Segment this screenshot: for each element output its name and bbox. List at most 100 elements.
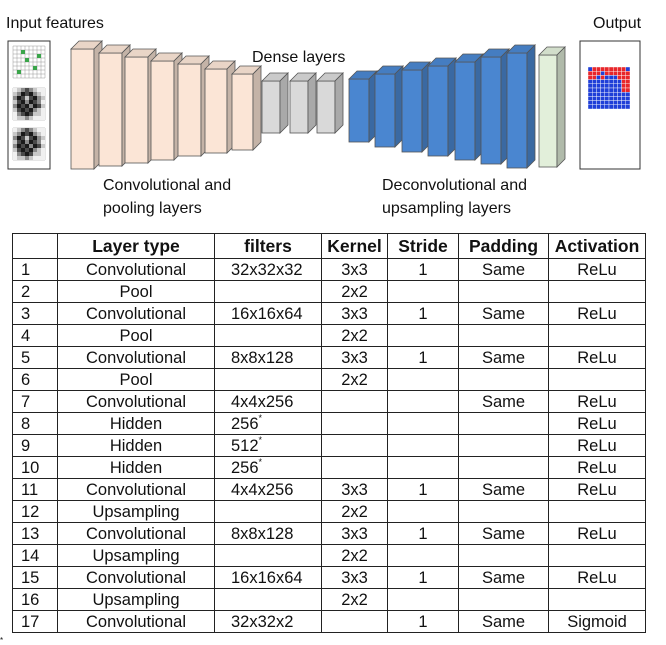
input-pixel (33, 92, 37, 96)
input-pixel (41, 88, 45, 92)
cell-padding (458, 456, 549, 479)
cell-index: 13 (12, 522, 58, 545)
output-pixel (613, 83, 618, 89)
cell-filters (214, 500, 322, 523)
conv-block (177, 55, 210, 157)
output-pixel (625, 75, 631, 80)
output-pixel (625, 79, 631, 84)
deconv-block (348, 70, 378, 143)
cell-stride: 1 (387, 478, 459, 501)
deconv-block (480, 48, 510, 165)
input-pixel (17, 88, 21, 92)
cell-stride: 1 (387, 610, 459, 633)
input-marker (33, 66, 37, 70)
cell-kernel: 3x3 (321, 522, 388, 545)
cell-layer-type-text: Convolutional (86, 348, 186, 367)
input-pixel (37, 132, 41, 136)
output-pixel (604, 83, 610, 89)
cell-kernel-text: 2x2 (341, 370, 368, 389)
footnote-star: * (258, 434, 263, 445)
input-pixel (41, 112, 45, 116)
cell-kernel-text: 3x3 (341, 480, 368, 499)
output-pixel (592, 79, 597, 84)
cell-activation (548, 588, 646, 611)
cell-index: 4 (12, 324, 58, 347)
cell-kernel: 2x2 (321, 324, 388, 347)
cell-activation: ReLu (548, 434, 646, 457)
output-pixel (587, 70, 593, 76)
output-pixel (604, 91, 610, 97)
cell-padding (458, 434, 549, 457)
output-pixel (600, 104, 605, 110)
cell-index: 9 (12, 434, 58, 457)
output-pixel (600, 100, 605, 105)
cell-activation: ReLu (548, 258, 646, 281)
input-pixel (13, 88, 17, 92)
output-pixel (613, 96, 618, 101)
input-pixel (17, 100, 21, 104)
output-pixel (600, 79, 605, 84)
cell-kernel-text: 3x3 (341, 348, 368, 367)
input-pixel (37, 140, 41, 144)
input-pixel (21, 140, 25, 144)
dense-layers-label: Dense layers (252, 49, 345, 66)
cell-activation: ReLu (548, 412, 646, 435)
input-marker (17, 70, 21, 74)
output-pixel (604, 66, 610, 72)
cell-stride (387, 324, 459, 347)
output-pixel (617, 66, 622, 72)
input-pixel (21, 132, 25, 136)
input-pixel (25, 144, 29, 148)
input-pixel (41, 152, 45, 156)
cell-activation: ReLu (548, 566, 646, 589)
dense-block (316, 72, 344, 134)
output-pixel (600, 96, 605, 101)
input-pixel (17, 148, 21, 152)
output-pixel (621, 87, 626, 93)
input-pixel (41, 104, 45, 108)
cell-filters-text: 256 (231, 458, 259, 477)
cell-layer-type: Convolutional (57, 610, 215, 633)
cell-kernel: 3x3 (321, 566, 388, 589)
cell-filters: 256* (214, 456, 322, 479)
header-index (12, 233, 58, 259)
cell-filters: 32x32x2 (214, 610, 322, 633)
output-pixel (625, 66, 631, 72)
cell-index: 16 (12, 588, 58, 611)
output-pixel (604, 70, 610, 76)
cell-kernel (321, 390, 388, 413)
cell-index: 14 (12, 544, 58, 567)
input-pixel (37, 152, 41, 156)
dense-block (261, 72, 289, 134)
input-pixel (25, 152, 29, 156)
output-pixel (596, 104, 601, 110)
input-pixel (33, 132, 37, 136)
cell-layer-type: Convolutional (57, 302, 215, 325)
input-pixel (29, 88, 33, 92)
input-pixel (33, 108, 37, 112)
cell-kernel (321, 412, 388, 435)
input-pixel (29, 148, 33, 152)
output-pixel (587, 75, 593, 80)
input-pixel (13, 136, 17, 140)
cell-activation (548, 280, 646, 303)
output-pixel (617, 87, 622, 93)
cell-activation-text: ReLu (577, 568, 617, 587)
output-pixel (587, 96, 593, 101)
output-pixel (613, 75, 618, 80)
output-pixel (592, 83, 597, 89)
output-pixel (608, 70, 614, 76)
output-pixel (596, 87, 601, 93)
cell-activation: ReLu (548, 302, 646, 325)
input-pixel (13, 140, 17, 144)
cell-index-text: 2 (21, 282, 31, 301)
footnote-star: * (258, 456, 263, 467)
output-pixel (608, 79, 614, 84)
output-pixel (625, 104, 631, 110)
input-pixel (21, 96, 25, 100)
cell-filters (214, 324, 322, 347)
cell-kernel: 2x2 (321, 544, 388, 567)
cell-index: 11 (12, 478, 58, 501)
output-pixel (613, 70, 618, 76)
